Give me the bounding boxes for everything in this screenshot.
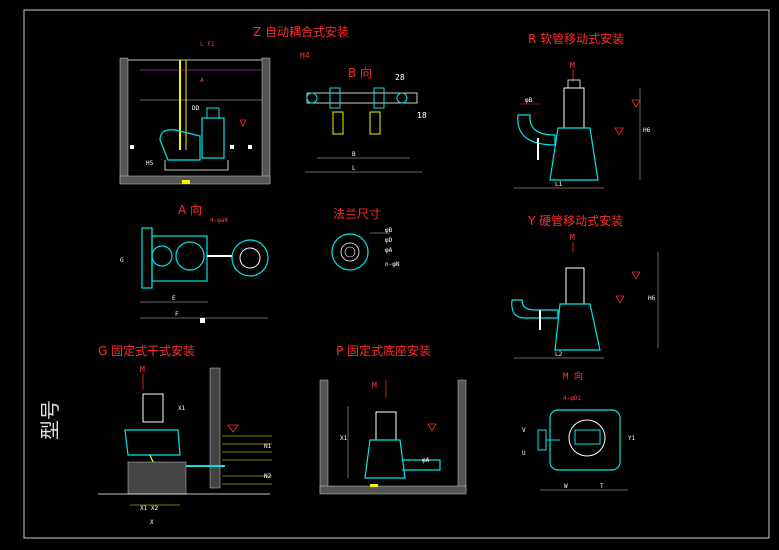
hose-r xyxy=(517,114,556,146)
pump-g xyxy=(124,429,181,456)
view-g: M X1 N1 N2 X1 X2 X xyxy=(98,365,272,526)
dim-g-x1: X1 xyxy=(178,405,186,412)
title-p: P 固定式底座安装 xyxy=(336,343,431,358)
dim-m-y1: Y1 xyxy=(628,435,636,442)
title-a: A 向 xyxy=(178,202,202,217)
dim-r-h6: H6 xyxy=(643,127,651,134)
dim-a-f: F xyxy=(175,311,179,318)
view-p: M X1 φA xyxy=(319,379,467,495)
pit-wall-right xyxy=(261,57,271,184)
dim-fl-d: φD xyxy=(385,237,393,244)
pit-floor xyxy=(119,175,271,185)
title-b: B 向 xyxy=(348,65,372,80)
dim-p-a: φA xyxy=(422,457,430,464)
dim-m-4d1: 4-φD1 xyxy=(563,395,581,402)
m-label-g: M xyxy=(140,365,145,374)
dim-28: 28 xyxy=(395,73,405,82)
view-flange: φB φD φA n-φN xyxy=(331,227,400,271)
dim-18: 18 xyxy=(417,111,427,120)
title-flange: 法兰尺寸 xyxy=(333,207,381,221)
dim-g-x1x2: X1 X2 xyxy=(140,505,158,512)
dim-p-x1: X1 xyxy=(340,435,348,442)
view-b: 28 B L 18 xyxy=(305,73,427,173)
dim-fl-n: n-φN xyxy=(385,261,400,268)
dim-fl-b: φB xyxy=(385,227,393,234)
dim-g-n1: N1 xyxy=(264,443,272,450)
dim-h4: H4 xyxy=(300,51,310,60)
view-m: 4-φD1 V U Y1 W T xyxy=(522,395,636,491)
flange-outer xyxy=(331,233,369,271)
dim-fl-a: φA xyxy=(385,247,393,254)
dim-a-e: E xyxy=(172,295,176,302)
dim-a: A xyxy=(200,77,204,84)
dim-m-w: W xyxy=(564,483,568,490)
title-y: Y 硬管移动式安装 xyxy=(527,213,623,228)
coupling-base xyxy=(159,129,201,161)
dim-g-x: X xyxy=(150,519,154,526)
dim-h5: H5 xyxy=(146,160,154,167)
dim-g-n2: N2 xyxy=(264,473,272,480)
view-r: M φB L1 H6 xyxy=(514,61,651,189)
m-label-p: M xyxy=(372,381,377,390)
title-z: Z 自动耦合式安装 xyxy=(253,24,349,39)
dim-y-l2: L2 xyxy=(555,351,563,358)
dim-dd: DD xyxy=(192,105,200,112)
pump-y xyxy=(554,303,601,351)
dim-b-l: L xyxy=(352,165,356,172)
dim-lf1: L F1 xyxy=(200,41,215,48)
dim-m-t: T xyxy=(600,483,604,490)
m-label-r: M xyxy=(570,61,575,70)
view-y: M L2 H6 xyxy=(511,233,659,359)
pipe-y xyxy=(511,299,559,319)
base-m xyxy=(549,409,621,471)
pump-body xyxy=(201,117,225,159)
model-label: 型号 xyxy=(38,400,62,440)
title-m: M 向 xyxy=(563,370,583,382)
title-r: R 软管移动式安装 xyxy=(528,31,624,46)
pit-wall-left xyxy=(119,57,129,184)
pump-p xyxy=(364,439,406,479)
dim-m-v: V xyxy=(522,427,526,434)
pump-r xyxy=(549,127,599,181)
view-a: 4-φaK E F G xyxy=(120,217,269,323)
dim-r-b: φB xyxy=(525,97,533,104)
dim-b-b: B xyxy=(352,151,356,158)
m-label-y: M xyxy=(570,233,575,242)
view-z: L F1 H4 A DD H5 xyxy=(119,41,310,185)
dim-a-4k: 4-φaK xyxy=(210,217,228,224)
dim-a-g: G xyxy=(120,257,124,264)
drawing-frame xyxy=(23,9,770,539)
dim-y-h6: H6 xyxy=(648,295,656,302)
dim-m-u: U xyxy=(522,450,526,457)
title-g: G 固定式干式安装 xyxy=(98,343,195,358)
dim-r-l1: L1 xyxy=(555,181,563,188)
